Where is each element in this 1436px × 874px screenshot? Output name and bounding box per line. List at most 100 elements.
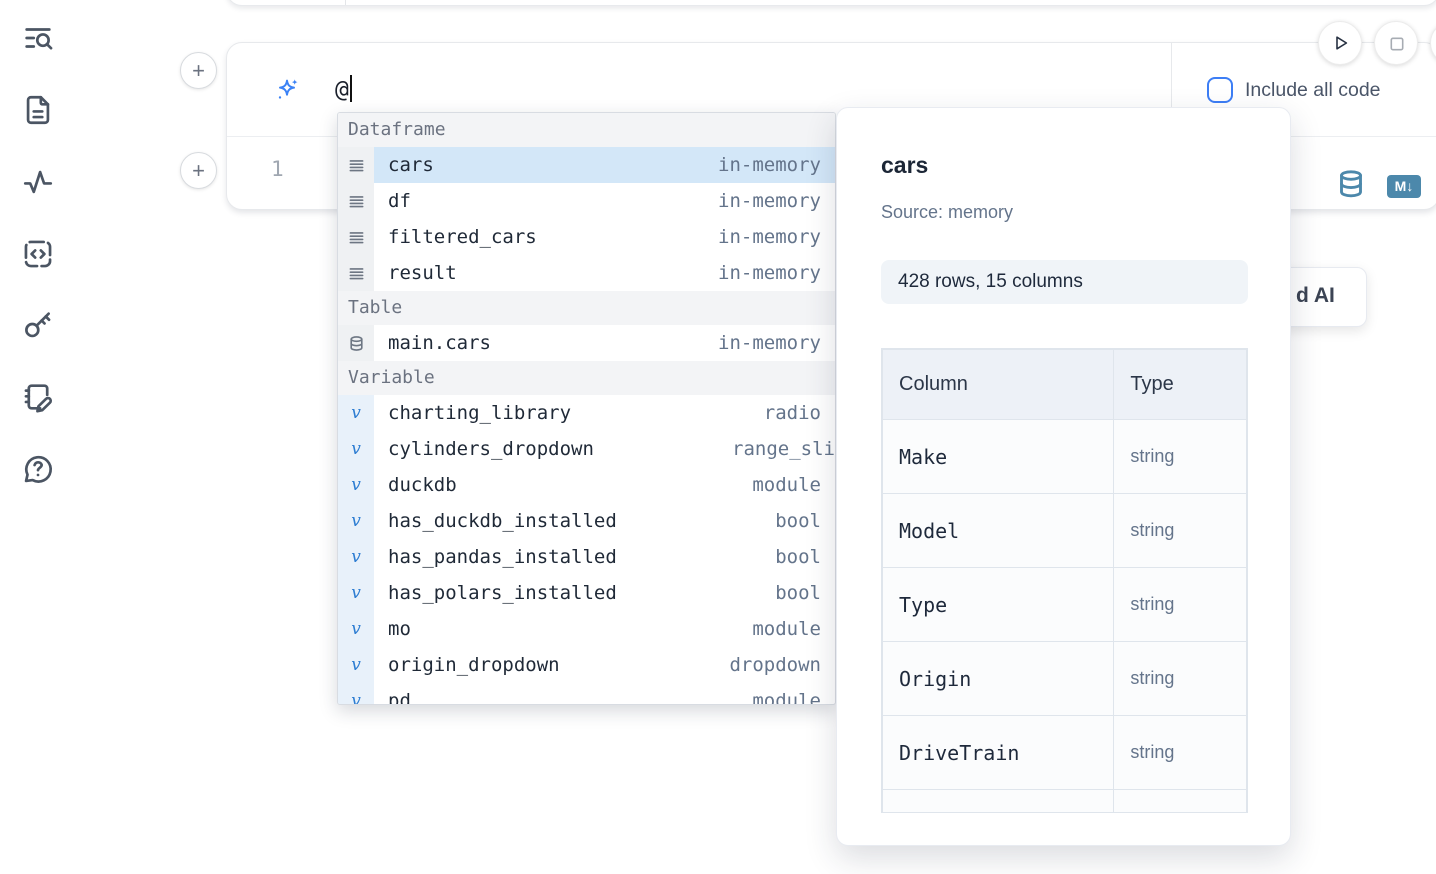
code-snippet-icon xyxy=(24,240,52,268)
play-icon xyxy=(1336,36,1348,50)
schema-column-type: string xyxy=(1113,567,1247,642)
dataframe-rows-icon xyxy=(349,267,363,279)
schema-column-name: Type xyxy=(882,567,1115,642)
activity-icon xyxy=(23,170,53,194)
dataframe-rows-icon xyxy=(349,159,363,171)
completion-item-type: in-memory xyxy=(718,226,821,248)
completion-item-type: in-memory xyxy=(718,332,821,354)
sidebar-button-list-search[interactable] xyxy=(18,18,58,58)
stop-icon xyxy=(1390,37,1404,51)
ai-prompt-input[interactable]: @ xyxy=(227,43,1171,137)
variable-icon: v xyxy=(351,403,361,423)
completion-item-cars[interactable]: cars in-memory xyxy=(338,147,835,183)
completion-item-name: filtered_cars xyxy=(388,226,537,248)
sidebar-button-activity[interactable] xyxy=(18,162,58,202)
table-database-icon xyxy=(349,335,363,351)
completion-section-dataframe: Dataframe xyxy=(338,113,835,147)
completion-item-df[interactable]: df in-memory xyxy=(338,183,835,219)
completion-item-name: charting_library xyxy=(388,402,572,424)
completion-item-type: bool xyxy=(775,510,821,532)
sparkles-icon xyxy=(278,79,298,99)
ai-button-label: d AI xyxy=(1296,284,1335,307)
sql-language-button[interactable] xyxy=(1336,169,1366,199)
sidebar-button-document[interactable] xyxy=(18,90,58,130)
schema-header-column: Column xyxy=(882,349,1115,420)
markdown-language-button[interactable]: M↓ xyxy=(1387,175,1421,198)
sidebar-button-notebook-pen[interactable] xyxy=(18,377,58,417)
schema-column-type: string xyxy=(1113,641,1247,716)
variable-icon: v xyxy=(351,655,361,675)
dataframe-rows-icon xyxy=(349,231,363,243)
previous-cell-gutter-divider xyxy=(345,0,346,5)
variable-icon: v xyxy=(351,475,361,495)
preview-source: Source: memory xyxy=(881,202,1014,222)
schema-column-name: Make xyxy=(882,419,1115,494)
include-all-code-label[interactable]: Include all code xyxy=(1245,79,1381,101)
completion-item-type: in-memory xyxy=(718,190,821,212)
completion-item-type: radio xyxy=(763,402,821,424)
sidebar-button-key[interactable] xyxy=(18,305,58,345)
completion-item-name: cars xyxy=(388,154,434,176)
schema-column-type: string xyxy=(1113,493,1247,568)
key-icon xyxy=(25,312,51,338)
schema-column-name xyxy=(882,789,1115,812)
completion-item-type: module xyxy=(752,618,821,640)
stop-button[interactable] xyxy=(1374,21,1418,65)
schema-column-name: DriveTrain xyxy=(882,715,1115,790)
database-icon xyxy=(1340,170,1362,198)
completion-item-name: cylinders_dropdown xyxy=(388,438,594,460)
list-search-icon xyxy=(25,28,53,50)
icon-sidebar xyxy=(0,0,74,874)
completion-item-name: has_polars_installed xyxy=(388,582,617,604)
sidebar-button-help-chat[interactable] xyxy=(18,449,58,489)
sidebar-button-code-snippet[interactable] xyxy=(18,234,58,274)
completion-section-table: Table xyxy=(338,291,835,325)
add-cell-above-button[interactable]: + xyxy=(180,52,217,89)
dataframe-rows-icon xyxy=(349,195,363,207)
variable-icon: v xyxy=(351,619,361,639)
variable-icon: v xyxy=(351,511,361,531)
include-all-code-checkbox[interactable] xyxy=(1207,77,1233,103)
completion-item-filtered_cars[interactable]: filtered_cars in-memory xyxy=(338,219,835,255)
completion-item-name: duckdb xyxy=(388,474,457,496)
completion-item-type: range_sli xyxy=(732,438,835,460)
completion-item-type: in-memory xyxy=(718,154,821,176)
completion-item-type: bool xyxy=(775,582,821,604)
dataframe-preview-popup: cars Source: memory 428 rows, 15 columns… xyxy=(836,107,1291,846)
schema-header-type: Type xyxy=(1113,349,1247,420)
variable-icon: v xyxy=(351,691,361,705)
completion-item-name: main.cars xyxy=(388,332,491,354)
completion-item-name: has_pandas_installed xyxy=(388,546,617,568)
variable-icon: v xyxy=(351,547,361,567)
completion-item-pd[interactable]: v pd module xyxy=(338,683,835,705)
run-cell-button[interactable] xyxy=(1318,21,1362,65)
completion-item-name: has_duckdb_installed xyxy=(388,510,617,532)
completion-item-type: module xyxy=(752,474,821,496)
completion-item-name: df xyxy=(388,190,411,212)
completion-item-name: origin_dropdown xyxy=(388,654,560,676)
schema-column-type: string xyxy=(1113,715,1247,790)
completion-item-charting_library[interactable]: v charting_library radio xyxy=(338,395,835,431)
schema-column-type: string xyxy=(1113,419,1247,494)
schema-column-name: Origin xyxy=(882,641,1115,716)
completion-item-name: pd xyxy=(388,690,411,705)
completion-item-type: in-memory xyxy=(718,262,821,284)
completion-item-type: module xyxy=(752,690,821,705)
notebook-pen-icon xyxy=(24,384,53,413)
completion-item-has_duckdb_installed[interactable]: v has_duckdb_installed bool xyxy=(338,503,835,539)
completion-item-duckdb[interactable]: v duckdb module xyxy=(338,467,835,503)
completion-item-main.cars[interactable]: main.cars in-memory xyxy=(338,325,835,361)
code-editor-row[interactable]: 1 M↓ xyxy=(227,137,1436,210)
add-cell-below-button[interactable]: + xyxy=(180,152,217,189)
schema-column-name: Model xyxy=(882,493,1115,568)
